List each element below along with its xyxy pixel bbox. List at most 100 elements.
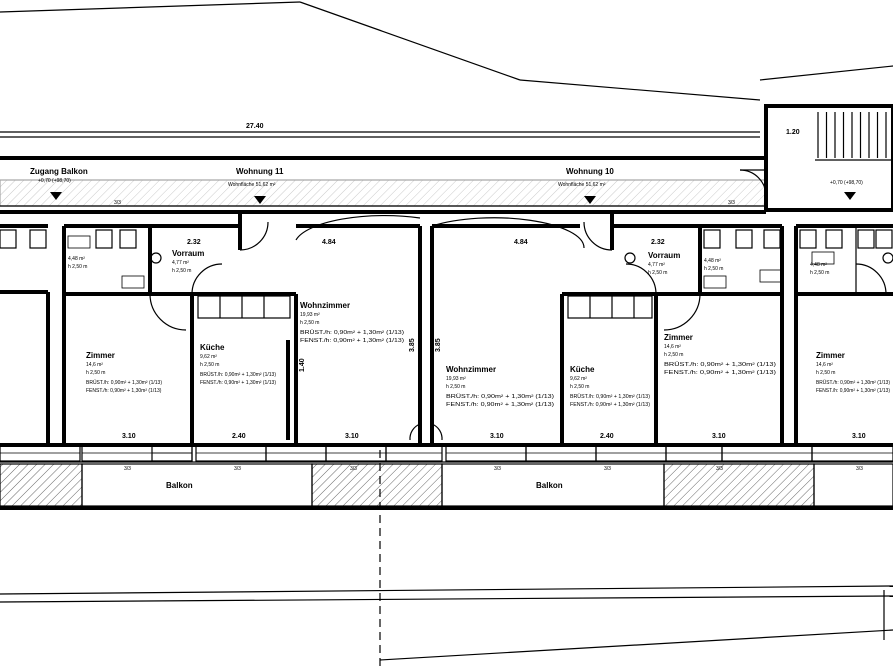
window: [151, 445, 193, 462]
room-kueche-right-line2: FENST./h: 0,90m² + 1,30m² (1/13): [570, 402, 650, 408]
room-bad-right-height: h 2,50 m: [704, 266, 723, 272]
window: [81, 445, 193, 462]
balcony-hatch: [0, 463, 893, 507]
window-tag-1: 3/3: [124, 466, 131, 472]
sanitary-small: [703, 275, 727, 289]
window: [265, 445, 327, 462]
sanitary-box: [119, 229, 137, 249]
window: [385, 445, 443, 462]
sanitary-box: [95, 229, 113, 249]
room-vorraum-right-height: h 2,50 m: [648, 270, 667, 276]
room-kueche-right-area: 9,62 m²: [570, 376, 587, 382]
room-bad-left-height: h 2,50 m: [68, 264, 87, 270]
window: [195, 445, 267, 462]
room-bad-right-area: 4,48 m²: [704, 258, 721, 264]
label-overall-dimension: 27.40: [246, 123, 264, 130]
room-kueche-right-name: Küche: [570, 365, 595, 374]
unit-11-title: Wohnung 11: [236, 167, 284, 176]
room-zimmer-right-height: h 2,50 m: [664, 352, 683, 358]
room-kueche-left-area: 9,62 m²: [200, 354, 217, 360]
sanitary-small: [811, 251, 835, 265]
window: [811, 445, 893, 462]
room-wohnzimmer-left-height: h 2,50 m: [300, 320, 319, 326]
room-vorraum-left-height: h 2,50 m: [172, 268, 191, 274]
window-tag-2: 3/3: [234, 466, 241, 472]
room-zimmer-far-right-height: h 2,50 m: [816, 370, 835, 376]
window: [595, 445, 667, 462]
facade-dim-4: 3.10: [490, 433, 504, 440]
room-bad-left-area: 4,48 m²: [68, 256, 85, 262]
building-walls: [0, 212, 893, 510]
room-wohnzimmer-left-name: Wohnzimmer: [300, 301, 350, 310]
room-zimmer-far-right-line2: FENST./h: 0,90m² + 1,30m² (1/13): [816, 388, 890, 394]
room-vorraum-left-name: Vorraum: [172, 249, 204, 258]
room-wohnzimmer-left-line2: FENST./h: 0,90m² + 1,30m² (1/13): [300, 338, 404, 344]
dim-living-10: 4.84: [514, 239, 528, 246]
toilet-icon: [882, 252, 893, 264]
dim-side-living-10: 3.85: [435, 338, 442, 352]
room-zimmer-right-area: 14,6 m²: [664, 344, 681, 350]
window-bands: [0, 445, 893, 462]
room-wohnzimmer-left-line1: BRÜST./h: 0,90m² + 1,30m² (1/13): [300, 329, 404, 336]
sanitary-box: [0, 229, 17, 249]
window-tag-7: 3/3: [856, 466, 863, 472]
sanitary-small: [67, 235, 91, 249]
label-stair-level: +0,70 (+98,70): [830, 180, 863, 186]
window-tag-6: 3/3: [716, 466, 723, 472]
room-wohnzimmer-right-line1: BRÜST./h: 0,90m² + 1,30m² (1/13): [446, 393, 554, 400]
unit-11-area: Wohnfläche 51,62 m²: [228, 182, 276, 188]
window: [445, 445, 527, 462]
balcony-label-left: Balkon: [166, 481, 193, 490]
sanitary-box: [735, 229, 753, 249]
room-zimmer-right-line2: FENST./h: 0,90m² + 1,30m² (1/13): [664, 370, 776, 376]
room-kueche-left-name: Küche: [200, 343, 225, 352]
label-access-balcony: Zugang Balkon: [30, 167, 88, 176]
toilet-icon: [624, 252, 636, 264]
sanitary-small: [121, 275, 145, 289]
window: [665, 445, 723, 462]
room-wohnzimmer-right-line2: FENST./h: 0,90m² + 1,30m² (1/13): [446, 402, 554, 408]
room-zimmer-far-right-name: Zimmer: [816, 351, 845, 360]
facade-dim-3: 3.10: [345, 433, 359, 440]
label-stair-dimension: 1.20: [786, 129, 800, 136]
room-zimmer-right-line1: BRÜST./h: 0,90m² + 1,30m² (1/13): [664, 361, 776, 368]
room-vorraum-left-area: 4,77 m²: [172, 260, 189, 266]
sanitary-box: [875, 229, 893, 249]
window-tag-top-2: 3/3: [728, 200, 735, 206]
dim-side-living-11: 3.85: [409, 338, 416, 352]
facade-dim-7: 3.10: [852, 433, 866, 440]
window-tag-4: 3/3: [494, 466, 501, 472]
sanitary-fixtures: [0, 229, 893, 289]
unit-10-area: Wohnfläche 51,62 m²: [558, 182, 606, 188]
room-wohnzimmer-left-area: 19,93 m²: [300, 312, 320, 318]
room-kueche-left-line2: FENST./h: 0,90m² + 1,30m² (1/13): [200, 380, 276, 386]
toilet-icon: [150, 252, 162, 264]
room-zimmer-right-name: Zimmer: [664, 333, 693, 342]
door-swings: [149, 214, 887, 441]
room-kueche-left-height: h 2,50 m: [200, 362, 219, 368]
facade-dim-5: 2.40: [600, 433, 614, 440]
sanitary-small: [759, 269, 783, 283]
room-kueche-right-height: h 2,50 m: [570, 384, 589, 390]
dim-hall-11: 2.32: [187, 239, 201, 246]
facade-dim-6: 3.10: [712, 433, 726, 440]
room-zimmer-left-line1: BRÜST./h: 0,90m² + 1,30m² (1/13): [86, 379, 162, 386]
window: [0, 445, 81, 462]
svg-text:27.40: 27.40: [246, 123, 264, 130]
window-tag-5: 3/3: [604, 466, 611, 472]
overall-dimension: [0, 131, 760, 138]
window-tag-top-1: 3/3: [114, 200, 121, 206]
entry-arrows: [50, 192, 856, 204]
room-wohnzimmer-right-height: h 2,50 m: [446, 384, 465, 390]
sanitary-box: [825, 229, 843, 249]
room-kueche-right-line1: BRÜST./h: 0,90m² + 1,30m² (1/13): [570, 393, 650, 400]
kitchen-counters: [197, 295, 653, 319]
room-wohnzimmer-right-area: 19,93 m²: [446, 376, 466, 382]
window: [721, 445, 813, 462]
room-zimmer-far-right-area: 14,6 m²: [816, 362, 833, 368]
window-tag-3: 3/3: [350, 466, 357, 472]
sanitary-box: [857, 229, 875, 249]
balcony-label-right: Balkon: [536, 481, 563, 490]
